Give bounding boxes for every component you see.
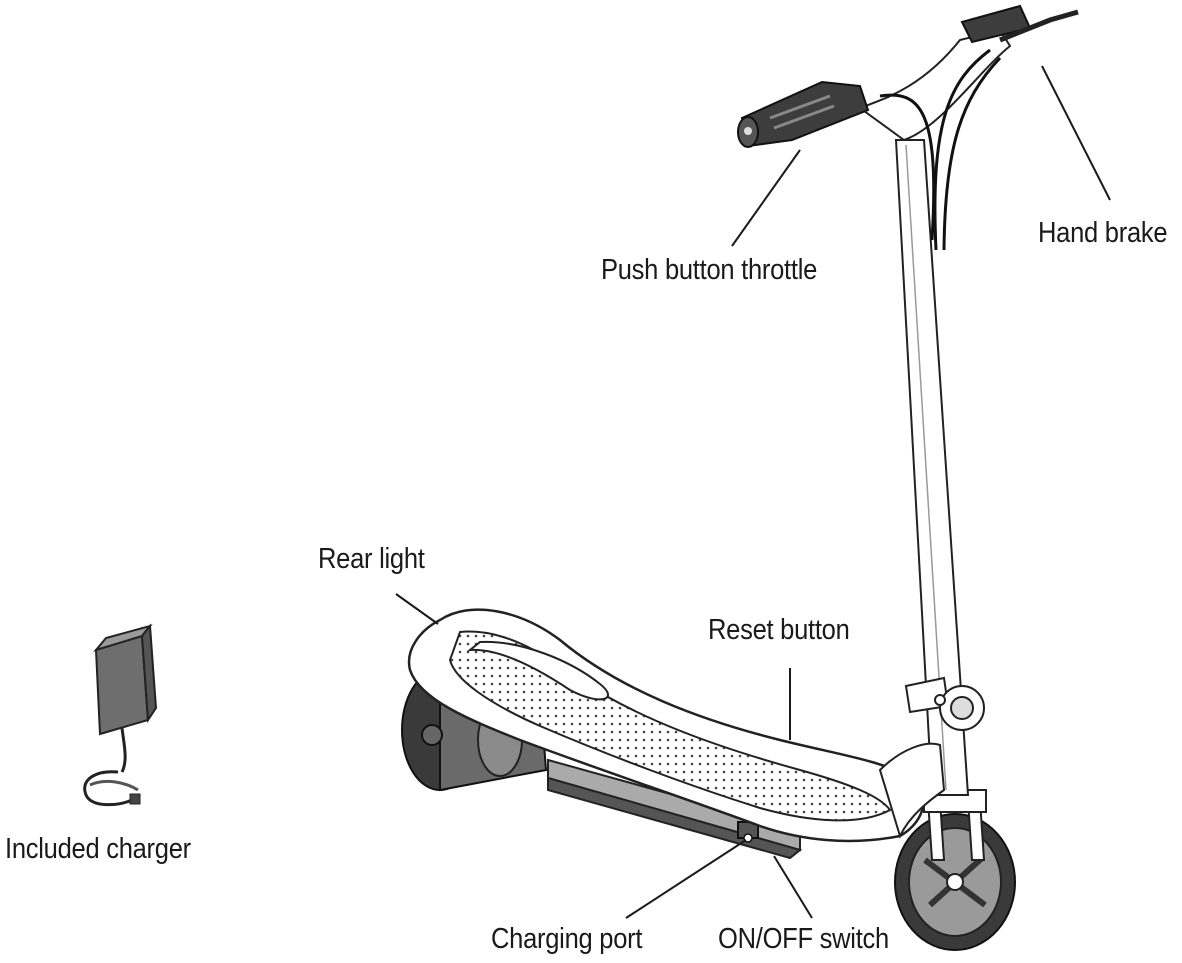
deck <box>407 608 946 843</box>
hand-brake-leader <box>1041 65 1111 201</box>
throttle-leader <box>731 149 801 247</box>
charging-port-leader <box>625 839 747 919</box>
label-included-charger: Included charger <box>5 833 191 865</box>
label-on-off-switch: ON/OFF switch <box>718 923 889 955</box>
front-wheel <box>894 813 1016 951</box>
label-charging-port: Charging port <box>491 923 643 955</box>
label-rear-light: Rear light <box>318 543 425 575</box>
charger-illustration <box>83 623 158 807</box>
steering-stem <box>894 139 985 796</box>
handlebar <box>737 4 1079 251</box>
on-off-switch-leader <box>773 855 813 919</box>
rear-light-leader <box>395 593 439 625</box>
label-reset-button: Reset button <box>708 614 850 646</box>
label-hand-brake: Hand brake <box>1038 217 1168 249</box>
label-push-button-throttle: Push button throttle <box>601 254 818 286</box>
